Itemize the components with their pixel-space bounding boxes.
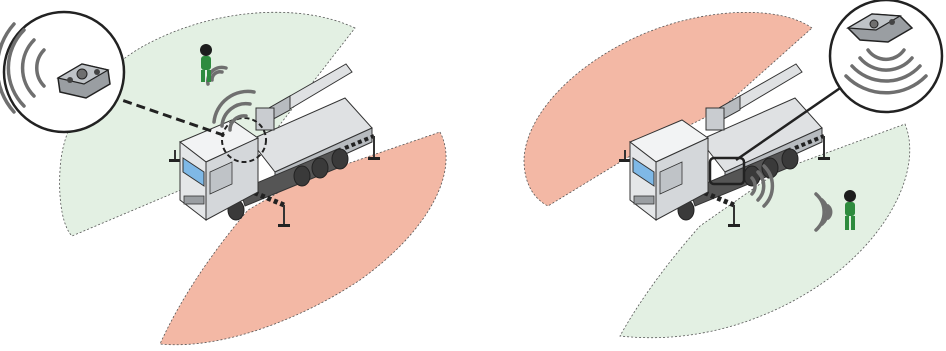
sensor-callout-right bbox=[830, 0, 942, 112]
scene-left bbox=[0, 12, 446, 345]
sensor-callout-left bbox=[0, 12, 124, 132]
scene-right bbox=[524, 0, 942, 338]
